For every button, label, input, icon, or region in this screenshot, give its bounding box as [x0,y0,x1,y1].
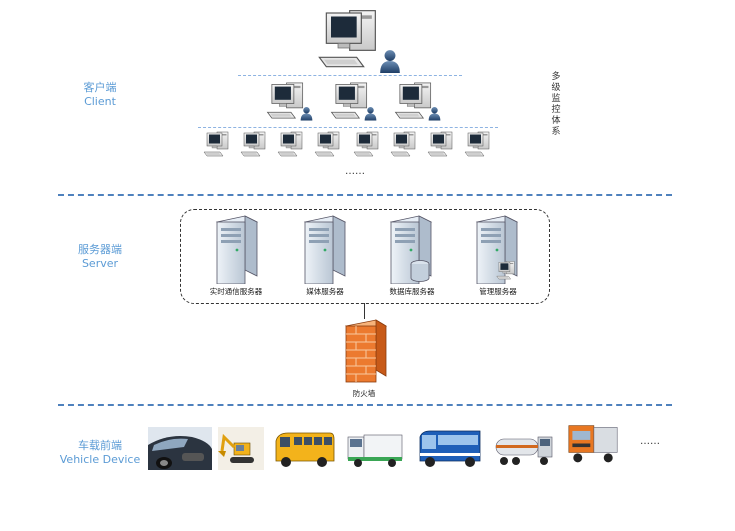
server-label: 实时通信服务器 [209,287,263,296]
firewall-icon [344,319,388,383]
top-client-computer-icon [317,6,387,76]
server-label: 管理服务器 [479,287,517,296]
database-cylinder-icon [410,260,430,282]
terminal-computer-icon [314,130,344,160]
vehicle-ellipsis: …… [640,436,660,447]
terminal-computer-icon [427,130,457,160]
client-level-line-2 [198,127,498,128]
server-tier-label: 服务器端 Server [70,243,130,271]
server-group-box [180,209,550,304]
firewall-label: 防火墙 [352,389,376,398]
tier-separator-bottom [58,404,672,406]
server-label: 数据库服务器 [389,287,435,296]
client-tier-label: 客户端 Client [70,81,130,109]
terminal-computer-icon [464,130,494,160]
server-label-en: Server [81,257,119,270]
server-firewall-connector [364,303,365,319]
server-label: 媒体服务器 [306,287,344,296]
terminal-computer-icon [390,130,420,160]
vehicle-tier-label: 车载前端 Vehicle Device [50,439,150,467]
sweeper-truck-icon [344,427,406,470]
server-label-cn: 服务器端 [78,243,122,256]
terminal-computer-icon [240,130,270,160]
server-icon [296,214,348,284]
admin-user-icon [379,49,401,73]
tanker-truck-icon [492,427,554,470]
terminal-computer-icon [203,130,233,160]
client-user-icon [364,106,377,121]
client-label-en: Client [84,95,116,108]
client-user-icon [428,106,441,121]
tier-separator-top [58,194,672,196]
coach-bus-icon [416,427,484,470]
client-user-icon [300,106,313,121]
client-ellipsis: …… [345,166,365,177]
multi-level-monitoring-label: 多级监控体系 [551,72,561,137]
vehicle-label-en: Vehicle Device [59,453,141,466]
management-monitor-icon [496,260,518,282]
car-icon [148,427,212,470]
cargo-truck-icon [567,422,619,465]
client-label-cn: 客户端 [83,81,117,94]
terminal-computer-icon [353,130,383,160]
school-bus-icon [272,427,336,470]
server-icon [208,214,260,284]
vehicle-label-cn: 车载前端 [78,439,122,452]
terminal-computer-icon [277,130,307,160]
excavator-icon [218,427,264,470]
client-level-line-1 [238,75,462,76]
